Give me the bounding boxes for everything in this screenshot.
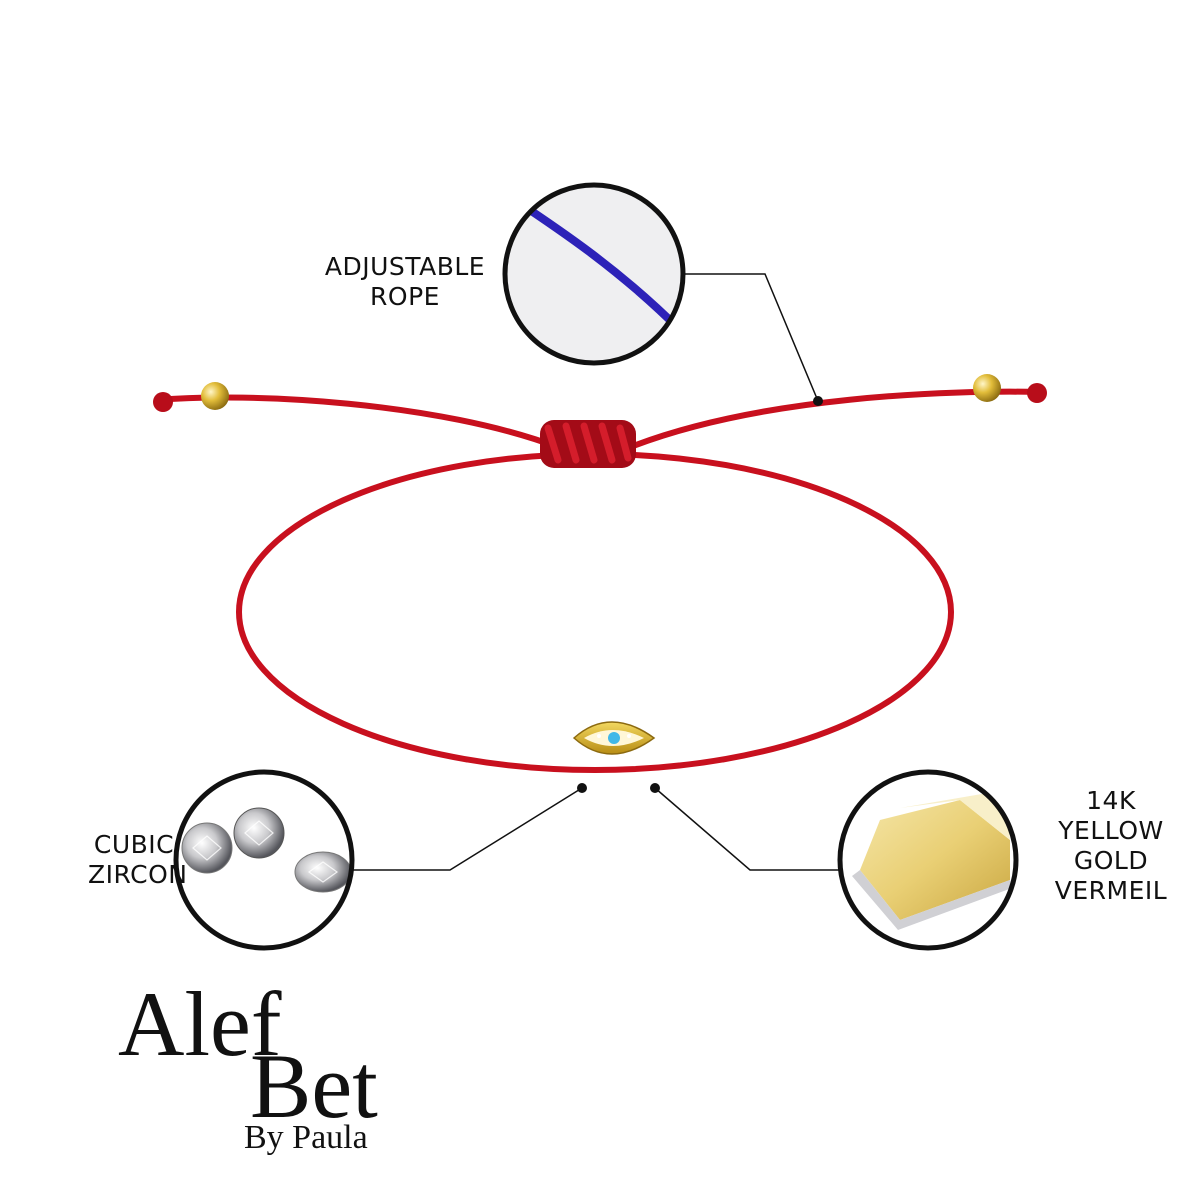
cord-loop [236, 451, 954, 773]
zircon-leader-line [352, 787, 583, 871]
zircon-label-line2: ZIRCON [88, 860, 188, 889]
rope-label: ADJUSTABLE ROPE [314, 252, 496, 312]
rope-label-line1: ADJUSTABLE [324, 252, 486, 281]
right-gold-bead [973, 374, 1001, 402]
right-end-knot [1027, 383, 1047, 403]
zircon-label: CUBIC ZIRCON [88, 830, 188, 890]
brand-logo-alef: Alef [118, 973, 282, 1075]
rope-leader-line [683, 273, 819, 402]
gold-leader-line [654, 787, 840, 871]
gold-label: 14K YELLOW GOLD VERMEIL [1036, 786, 1186, 906]
cord-right-end [625, 388, 1043, 451]
gold-sheet-icon [852, 790, 1012, 930]
zircon-label-line1: CUBIC [93, 830, 175, 859]
brand-logo-byline: By Paula [244, 1119, 368, 1156]
brand-logo-bet: Bet [250, 1035, 378, 1137]
gold-label-line3: GOLD [1073, 846, 1149, 875]
rope-label-line2: ROPE [370, 282, 440, 311]
gold-label-line1: 14K [1086, 786, 1136, 815]
evil-eye-charm [572, 721, 656, 755]
sliding-knot [540, 420, 636, 468]
zircon-closeup-circle [176, 772, 352, 948]
gold-label-line2: YELLOW [1058, 816, 1164, 845]
zircon-gems-icon [181, 807, 352, 893]
cord-left-end [155, 394, 563, 451]
left-end-knot [153, 392, 173, 412]
gold-closeup-circle [840, 772, 1016, 948]
left-gold-bead [201, 382, 229, 410]
gold-label-line4: VERMEIL [1054, 876, 1168, 905]
